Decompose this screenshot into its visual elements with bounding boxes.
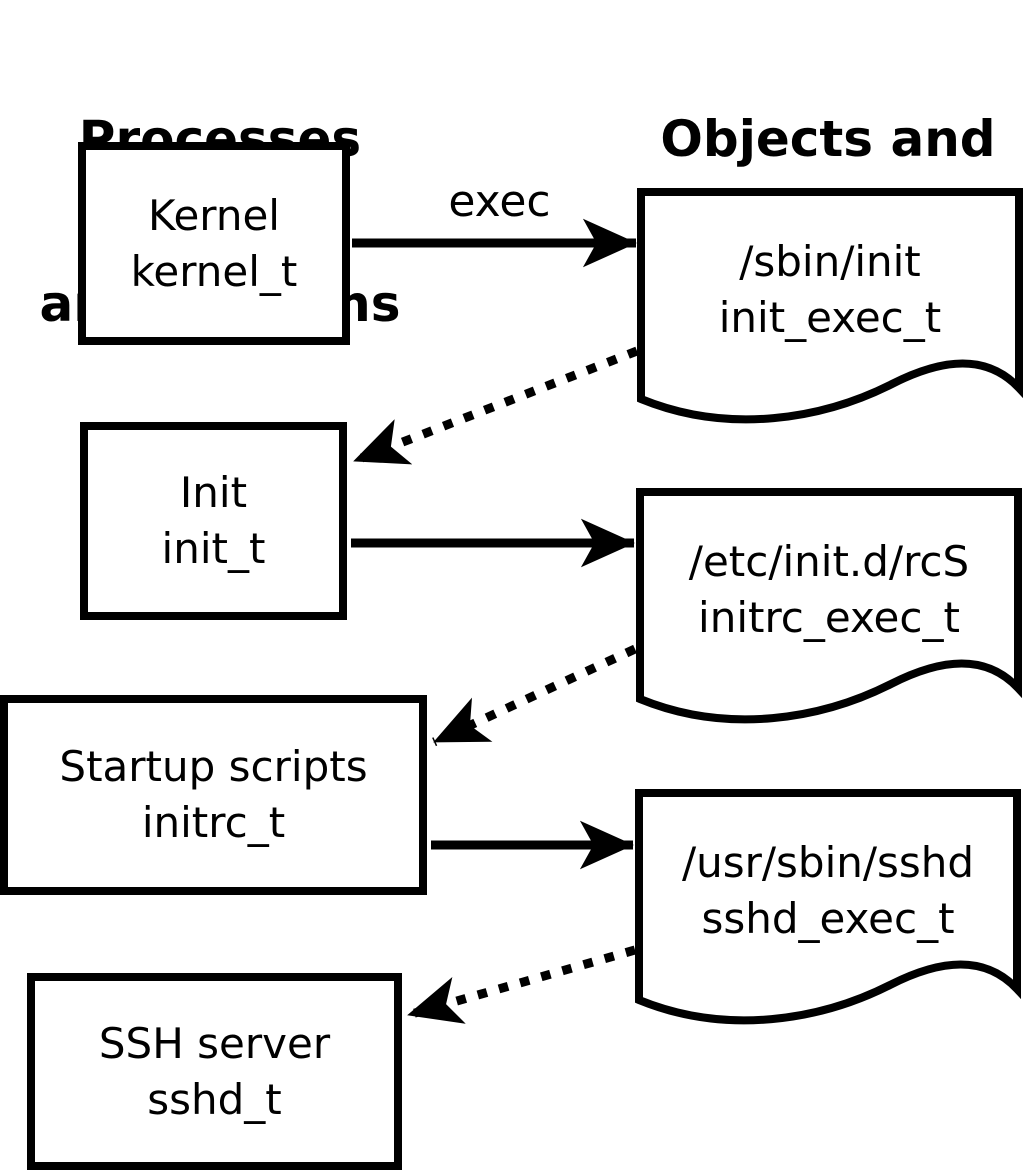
object-path: /usr/sbin/sshd [681,838,975,887]
process-type-label: initrc_t [141,798,286,847]
process-node-ssh-server: SSH server sshd_t [27,973,402,1170]
document-shape-icon [635,789,1021,1025]
object-node-usr-sbin-sshd: /usr/sbin/sshd sshd_exec_t [635,789,1021,1035]
object-node-sbin-init: /sbin/init init_exec_t [637,188,1023,434]
document-shape-icon [637,188,1023,424]
object-path: /etc/init.d/rcS [688,537,970,586]
process-name: Startup scripts [59,742,368,791]
exec-arrow-label: exec [448,176,551,227]
object-node-etc-initd-rcs: /etc/init.d/rcS initrc_exec_t [636,488,1022,734]
object-type-label: sshd_exec_t [701,894,955,943]
header-text: Objects and [660,110,996,168]
process-type-label: kernel_t [130,246,298,296]
process-node-init: Init init_t [80,422,347,620]
process-name: Init [179,468,248,517]
process-node-kernel: Kernel kernel_t [78,142,350,345]
object-path: /sbin/init [739,237,921,286]
process-node-startup-scripts: Startup scripts initrc_t [0,695,427,895]
process-name: SSH server [98,1018,331,1068]
process-type-label: init_t [161,524,266,573]
dotted-arrow-sshd-exec-to-sshd [406,945,637,1024]
process-type-label: sshd_t [147,1074,282,1124]
process-name: Kernel [148,190,280,240]
document-shape-icon [636,488,1022,724]
dotted-arrow-initrc-exec-to-initrc [432,644,637,747]
object-type-label: init_exec_t [718,293,942,342]
object-type-label: initrc_exec_t [698,593,960,642]
